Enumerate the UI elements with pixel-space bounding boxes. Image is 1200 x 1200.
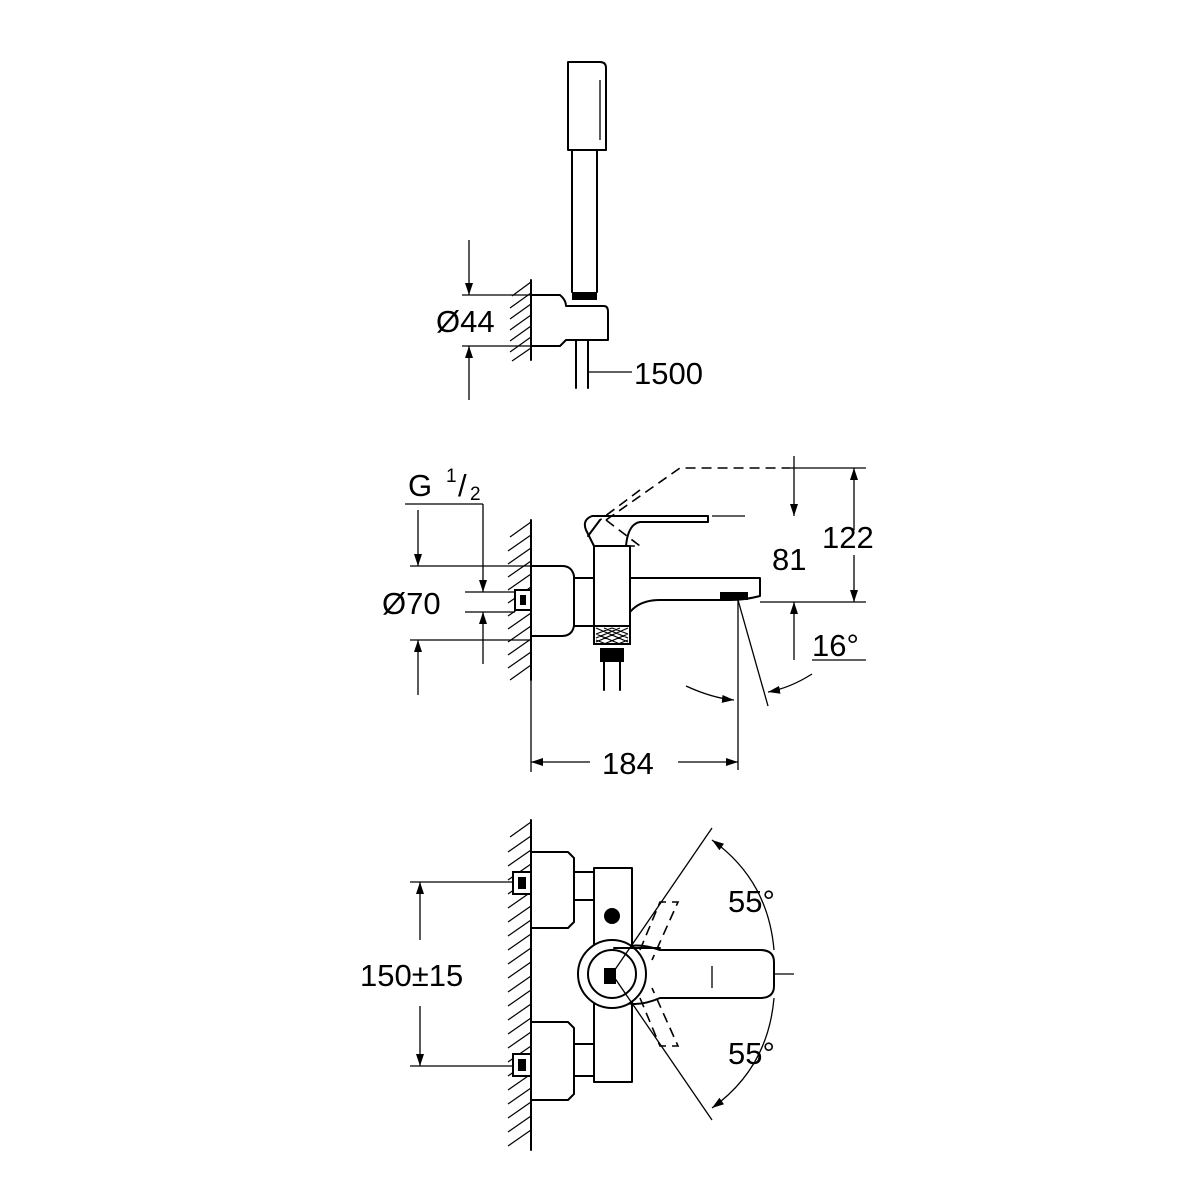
thread-label-prefix: G bbox=[408, 468, 432, 503]
diverter-bottom bbox=[600, 648, 624, 662]
shower-holder bbox=[530, 294, 609, 347]
dim-spout-angle bbox=[685, 599, 866, 770]
wall-hatch-top bbox=[509, 279, 532, 362]
lever-angle-top-label: 55° bbox=[728, 884, 775, 919]
spout-angle-label: 16° bbox=[812, 628, 859, 663]
lever-angle-bottom-label: 55° bbox=[728, 1036, 775, 1071]
mixer-body-top bbox=[593, 867, 633, 1083]
height-122-label: 122 bbox=[822, 520, 874, 555]
lever-open-dashed bbox=[599, 467, 790, 547]
thread-slash: / bbox=[458, 468, 467, 503]
dim-thread bbox=[405, 503, 515, 664]
connection-nut-lower-core bbox=[518, 1059, 526, 1071]
connection-centers-label: 150±15 bbox=[360, 958, 463, 993]
connection-nut-upper-core bbox=[518, 877, 526, 889]
dim-holder-diameter bbox=[462, 240, 531, 400]
height-81-label: 81 bbox=[772, 542, 806, 577]
top-view: 55° 55° 150±15 bbox=[360, 819, 794, 1151]
diverter-dot bbox=[604, 908, 620, 924]
escutcheon-upper bbox=[530, 851, 575, 929]
holder-diameter-label: Ø44 bbox=[436, 304, 495, 339]
dim-escutcheon-diameter bbox=[410, 510, 531, 695]
escutcheon bbox=[530, 565, 575, 637]
thread-label-denominator: 2 bbox=[470, 484, 481, 505]
projection-label: 184 bbox=[602, 746, 654, 781]
shower-grip-knurl bbox=[572, 292, 597, 300]
wall-hatch-bottom bbox=[507, 819, 532, 1151]
escutcheon-diameter-label: Ø70 bbox=[382, 586, 441, 621]
lever-hub-inner bbox=[587, 949, 637, 999]
lever-closed bbox=[583, 515, 709, 547]
dim-connection-centers bbox=[410, 881, 513, 1067]
connection-nut-core bbox=[520, 595, 526, 605]
hand-shower-view: 1500 Ø44 bbox=[436, 61, 703, 400]
hose-outlet bbox=[603, 661, 621, 691]
escutcheon-lower bbox=[530, 1021, 575, 1101]
dim-heights bbox=[712, 456, 866, 660]
shower-hose bbox=[575, 339, 589, 389]
hose-length-label: 1500 bbox=[634, 356, 703, 391]
lever-rotated-dashed bbox=[639, 901, 680, 1047]
dim-projection bbox=[530, 680, 738, 772]
thread-label-numerator: 1 bbox=[446, 466, 457, 487]
spout-aerator bbox=[720, 592, 748, 600]
side-view: G 1 / 2 Ø70 81 122 bbox=[382, 456, 874, 781]
hand-shower-head bbox=[567, 61, 607, 300]
mixer-body bbox=[573, 545, 631, 627]
